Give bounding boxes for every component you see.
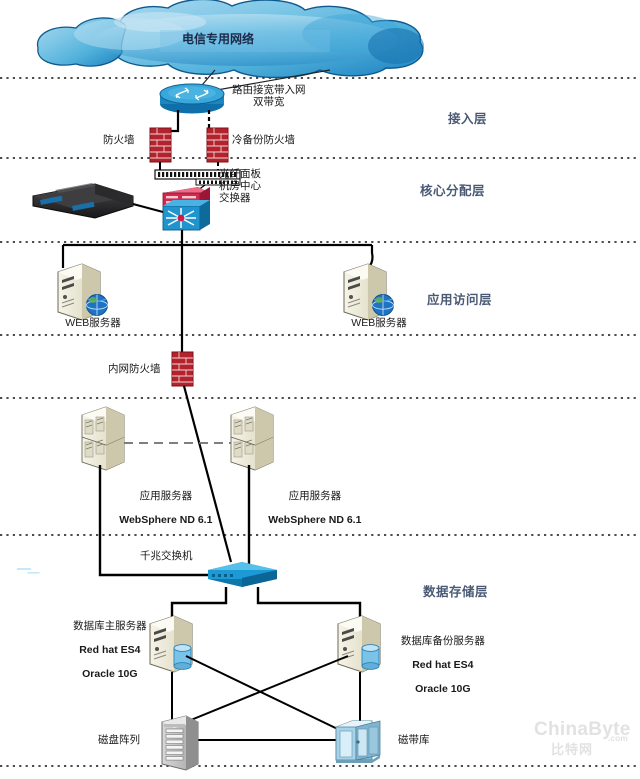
firewall-cold-standby-label: 冷备份防火墙 bbox=[232, 134, 295, 146]
inner-firewall-label: 内网防火墙 bbox=[108, 363, 161, 375]
db-backup-os: Red hat ES4 bbox=[412, 659, 474, 672]
web-server-icon-left bbox=[57, 263, 108, 321]
web-server-icon-right bbox=[343, 263, 394, 321]
link-appservers-gigswitch bbox=[98, 465, 251, 577]
tape-library-label: 磁带库 bbox=[398, 734, 430, 746]
zone-label-access: 接入层 bbox=[448, 112, 488, 126]
app-server-rack-icon-right bbox=[230, 406, 274, 471]
db-server-icon-backup bbox=[337, 615, 381, 673]
db-main-label: 数据库主服务器 Red hat ES4 Oracle 10G bbox=[52, 608, 156, 692]
router-icon bbox=[159, 83, 225, 114]
gigabit-switch-label: 千兆交换机 bbox=[140, 550, 193, 562]
watermark-brand: ChinaByte bbox=[534, 719, 631, 740]
link-gigswitch-dbservers bbox=[170, 587, 362, 620]
app-server-left-label: 应用服务器 WebSphere ND 6.1 bbox=[100, 478, 220, 538]
web-server-left-label: WEB服务器 bbox=[65, 317, 121, 329]
watermark-sub: 比特网 bbox=[551, 742, 594, 757]
core-switch-icon bbox=[162, 187, 210, 231]
zone-label-storage: 数据存储层 bbox=[423, 585, 489, 599]
router-label: 路由接宽带入网 双带宽 bbox=[232, 84, 306, 109]
db-main-db: Oracle 10G bbox=[82, 668, 138, 681]
telecom-cloud bbox=[36, 0, 424, 79]
db-backup-label: 数据库备份服务器 Red hat ES4 Oracle 10G bbox=[382, 623, 492, 707]
db-server-icon-main bbox=[149, 615, 193, 673]
db-main-os: Red hat ES4 bbox=[79, 644, 141, 657]
zone-label-app: 应用访问层 bbox=[427, 293, 493, 307]
app-server-right-label: 应用服务器 WebSphere ND 6.1 bbox=[249, 478, 369, 538]
database-cylinder-icon bbox=[361, 644, 380, 670]
firewall-icon bbox=[149, 127, 172, 163]
app-server-rack-icon-left bbox=[81, 406, 125, 471]
tape-library-icon bbox=[335, 720, 381, 763]
inner-firewall-icon bbox=[171, 351, 194, 387]
db-main-role: 数据库主服务器 bbox=[73, 620, 147, 633]
zone-label-core: 核心分配层 bbox=[420, 184, 486, 198]
firewall-cold-standby-icon bbox=[206, 127, 229, 163]
app-server-left-software: WebSphere ND 6.1 bbox=[119, 514, 213, 527]
zone-divider-lines bbox=[0, 77, 640, 767]
db-backup-role: 数据库备份服务器 bbox=[400, 635, 485, 648]
disk-array-label: 磁盘阵列 bbox=[98, 734, 140, 746]
link-appliance-coreswitch bbox=[132, 203, 164, 213]
app-server-right-software: WebSphere ND 6.1 bbox=[268, 514, 362, 527]
app-server-left-role: 应用服务器 bbox=[139, 490, 193, 503]
watermark-domain: .com bbox=[608, 733, 628, 743]
fiber-panel-label: 光纤面板 机房中心 交换器 bbox=[219, 168, 261, 205]
cloud-label: 电信专用网络 bbox=[182, 32, 255, 46]
database-cylinder-icon bbox=[173, 644, 192, 670]
rack-appliance-icon bbox=[32, 183, 134, 219]
link-db-storage-mesh bbox=[171, 655, 361, 741]
app-server-right-role: 应用服务器 bbox=[288, 490, 342, 503]
link-core-web-bus bbox=[61, 230, 374, 358]
disk-array-icon bbox=[161, 715, 199, 771]
gigabit-switch-icon bbox=[16, 562, 277, 587]
db-backup-db: Oracle 10G bbox=[415, 683, 471, 696]
link-innerfw-gigswitch bbox=[182, 385, 233, 563]
firewall-label: 防火墙 bbox=[103, 134, 135, 146]
web-server-right-label: WEB服务器 bbox=[351, 317, 407, 329]
